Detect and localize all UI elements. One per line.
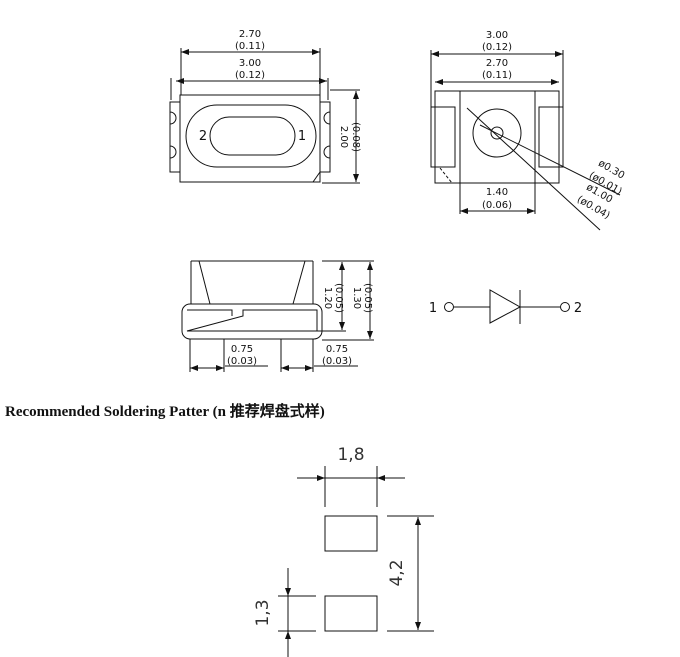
dim-outer-width: 3.00 <box>239 58 261 69</box>
dim-height-in: (0.08) <box>350 122 361 152</box>
dim-center: 1.40 <box>486 187 508 198</box>
pin-2-label: 2 <box>199 129 207 144</box>
solder-pad-top <box>324 515 378 552</box>
dim-lead-right: 0.75 <box>326 344 348 355</box>
anode-label: 1 <box>429 301 437 316</box>
dim-outer-width-in: (0.12) <box>235 70 265 81</box>
dim-outer-width: 3.00 <box>486 30 508 41</box>
pin-1-label: 1 <box>298 129 306 144</box>
dim-pad-height: 1,3 <box>253 599 273 626</box>
dim-h1-in: (0.05) <box>333 283 344 313</box>
dim-pad-pitch: 4,2 <box>387 559 407 586</box>
soldering-pattern: 1,8 4,2 1,3 <box>253 445 434 657</box>
dim-h1: 1.20 <box>322 287 333 309</box>
dim-pad-width: 1,8 <box>337 445 364 465</box>
cathode-label: 2 <box>574 301 582 316</box>
dim-inner-width: 2.70 <box>239 29 261 40</box>
top-view: 2 1 2.70 (0.11) 3.00 (0.12) 2.00 (0.08) <box>169 29 361 184</box>
dim-inner-width-in: (0.11) <box>235 41 265 52</box>
dim-h2-in: (0.05) <box>362 283 373 313</box>
dim-h2: 1.30 <box>351 287 362 309</box>
dim-inner-width: 2.70 <box>486 58 508 69</box>
dim-height: 2.00 <box>338 126 349 148</box>
dim-outer-width-in: (0.12) <box>482 42 512 53</box>
soldering-heading: Recommended Soldering Patter (n 推荐焊盘式样) <box>5 404 325 420</box>
bottom-view: 3.00 (0.12) 2.70 (0.11) 1.40 (0.06) ø0.3… <box>430 30 626 231</box>
dim-center-in: (0.06) <box>482 200 512 211</box>
dim-lead-right-in: (0.03) <box>322 356 352 367</box>
diode-schematic: 1 2 <box>429 289 582 324</box>
dim-lead-left-in: (0.03) <box>227 356 257 367</box>
dim-inner-width-in: (0.11) <box>482 70 512 81</box>
dim-lead-left: 0.75 <box>231 344 253 355</box>
diode-icon <box>489 289 522 324</box>
side-view: 1.20 (0.05) 1.30 (0.05) 0.75 (0.03) 0.75… <box>181 260 374 372</box>
solder-pad-bottom <box>324 595 378 632</box>
